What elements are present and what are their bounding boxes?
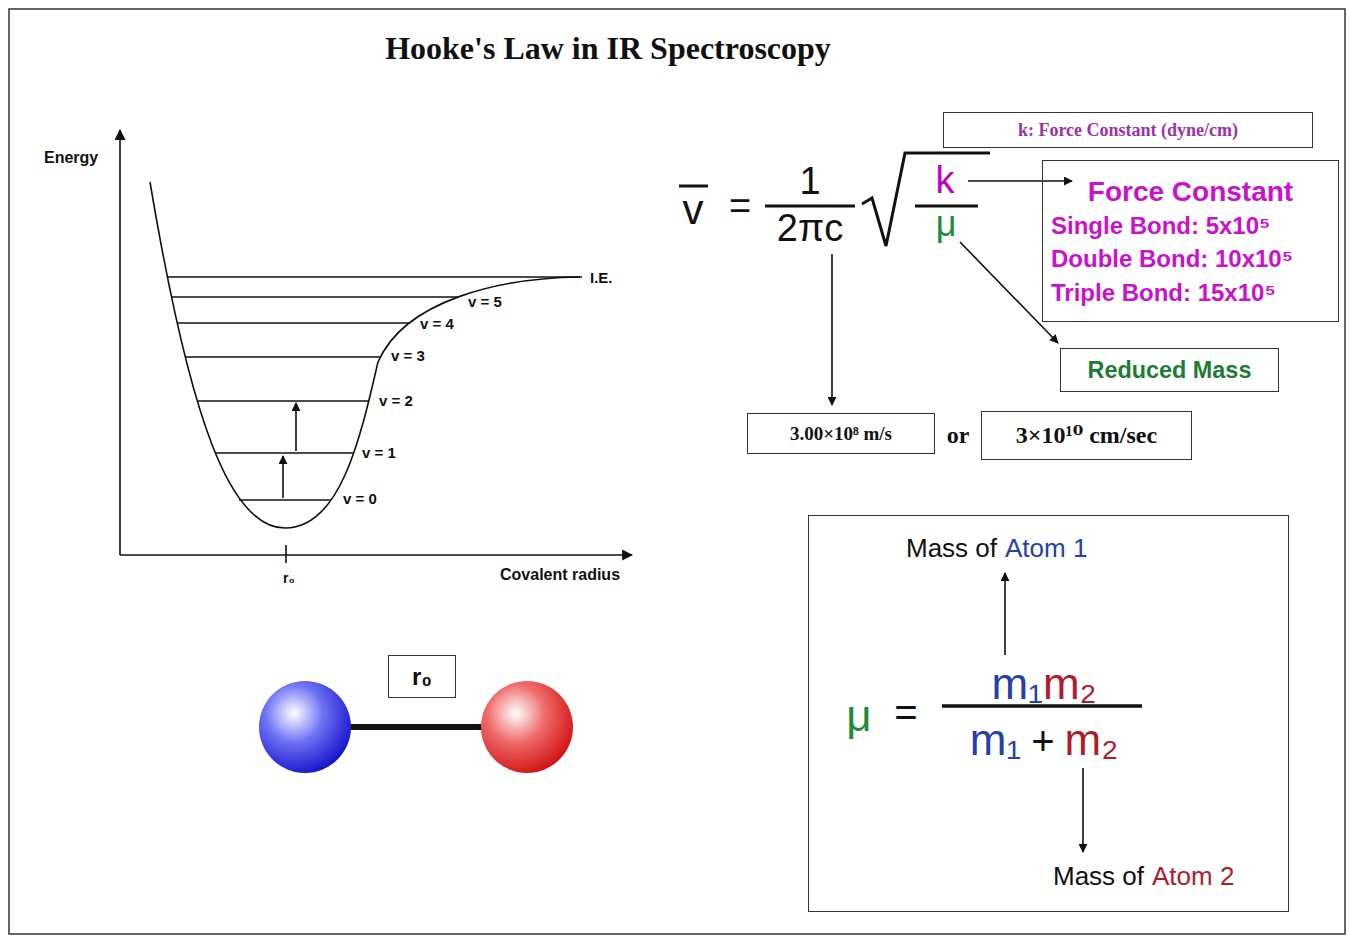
potential-curve [150, 182, 580, 528]
transition-arrows [283, 403, 296, 498]
value-list-box: Force ConstantSingle Bond: 5x10⁵ Double B… [1042, 160, 1339, 322]
level-label: v = 0 [343, 490, 377, 507]
box-text: Force Constant [1088, 176, 1293, 208]
level-label: v = 3 [391, 347, 425, 364]
formula-symbol: = [729, 185, 751, 229]
formula-text: Mass of [906, 534, 997, 564]
formula-text: m₁ [991, 659, 1043, 710]
formula-text: + [1031, 718, 1054, 764]
page-frame [9, 9, 1345, 934]
formula-symbol: k [936, 159, 955, 203]
level-label: v = 1 [362, 444, 396, 461]
formula-line: = [894, 689, 917, 735]
formula-line: μ [846, 691, 871, 742]
box-text: Single Bond: 5x10⁵ [1051, 212, 1270, 240]
energy-levels [168, 277, 582, 500]
box-text: Double Bond: 10x10⁵ [1051, 245, 1293, 273]
formula-text: Mass of [1053, 862, 1144, 892]
reduced-mass-strokes [942, 573, 1142, 852]
box-text: r₀ [412, 663, 432, 691]
axis-label: Covalent radius [500, 566, 620, 584]
formula-box: Mass ofAtom 1μ=m₁m₂m₁+m₂Mass ofAtom 2 [808, 515, 1289, 912]
level-label: v = 5 [468, 293, 502, 310]
axis-tick-label: r₀ [283, 570, 295, 586]
definition-box: k: Force Constant (dyne/cm) [943, 112, 1313, 148]
formula-text: m₂ [1043, 659, 1097, 710]
formula-line: m₁m₂ [991, 659, 1096, 710]
formula-symbol: 1 [799, 160, 820, 204]
value-box: 3×10¹⁰ cm/sec [981, 411, 1192, 460]
formula-line: Mass of Atom 2 [1053, 862, 1234, 892]
formula-symbol: v [683, 186, 704, 234]
distance-box: r₀ [388, 655, 456, 698]
formula-line: m₁+m₂ [970, 715, 1119, 766]
value-box: 3.00×10⁸ m/s [747, 413, 935, 454]
term-box: Reduced Mass [1060, 348, 1279, 392]
formula-text: = [894, 689, 917, 735]
formula-symbol: μ [936, 203, 957, 244]
connector-word: or [947, 422, 970, 450]
box-text: k: Force Constant (dyne/cm) [1018, 120, 1238, 141]
axis-label: Energy [44, 149, 98, 167]
formula-text: Atom 2 [1152, 862, 1234, 892]
formula-text: m₁ [970, 715, 1022, 766]
level-label: I.E. [590, 269, 613, 286]
box-text: 3.00×10⁸ m/s [790, 423, 892, 445]
diagram-title: Hooke's Law in IR Spectroscopy [385, 30, 831, 67]
box-text: 3×10¹⁰ cm/sec [1016, 422, 1157, 450]
formula-text: m₂ [1065, 715, 1119, 766]
formula-text: Atom 1 [1005, 534, 1087, 564]
formula-text: μ [846, 691, 871, 742]
box-text: Reduced Mass [1088, 357, 1252, 384]
leader-arrows [832, 181, 1072, 405]
graph-axes [120, 130, 632, 563]
level-label: v = 2 [379, 392, 413, 409]
level-label: v = 4 [420, 315, 454, 332]
formula-line: Mass of Atom 1 [906, 534, 1087, 564]
box-text: Triple Bond: 15x10⁵ [1051, 279, 1276, 307]
diatomic-molecule [259, 681, 573, 773]
formula-symbol: 2πc [777, 207, 843, 251]
